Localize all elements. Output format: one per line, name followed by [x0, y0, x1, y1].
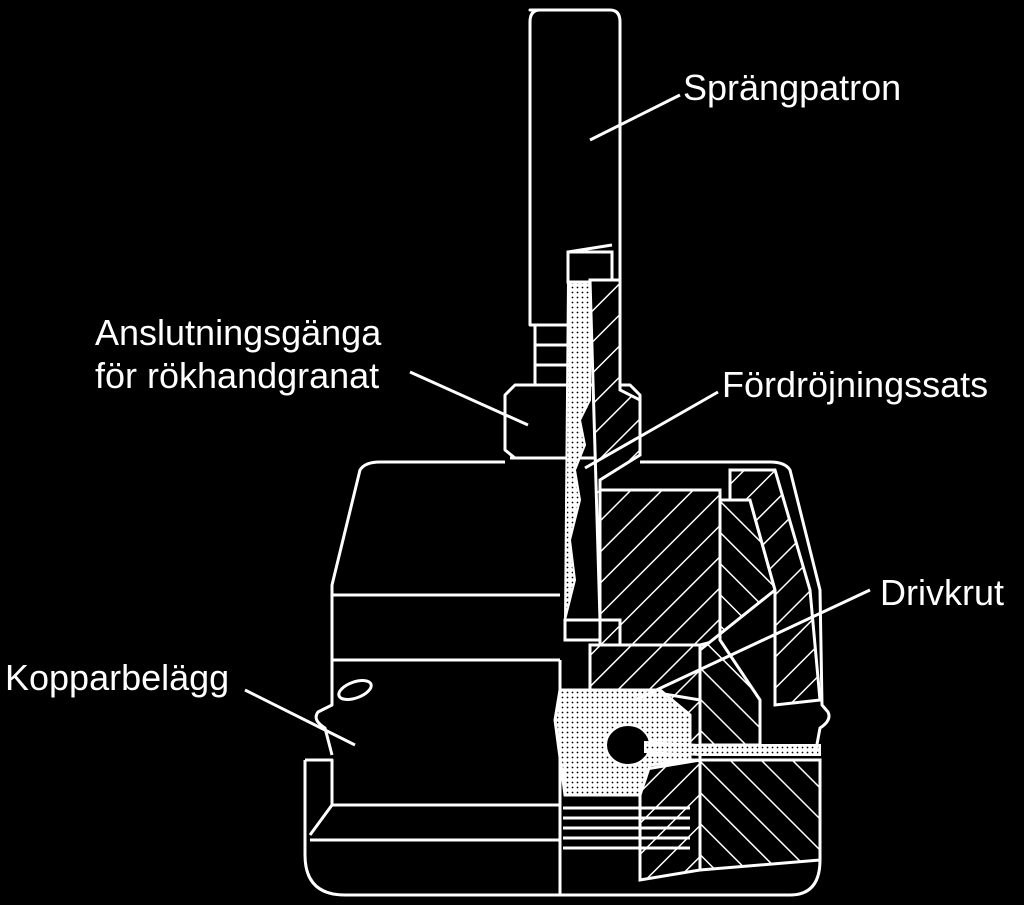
leader-sprangpatron: [589, 93, 681, 142]
label-sprangpatron: Sprängpatron: [683, 67, 901, 108]
label-anslutning-line1: Anslutningsgänga: [95, 312, 382, 353]
label-drivkrut: Drivkrut: [880, 572, 1004, 613]
leader-fordrojningssats: [584, 390, 719, 470]
label-fordrojningssats: Fördröjningssats: [722, 364, 988, 405]
propellant-chamber: [553, 688, 821, 797]
outer-housing: [303, 460, 831, 897]
delay-composition: [563, 281, 602, 642]
label-kopparbelagg: Kopparbelägg: [5, 657, 229, 698]
leader-drivkrut: [634, 588, 871, 702]
label-anslutning-line2: för rökhandgranat: [95, 355, 379, 396]
leader-kopparbelagg: [244, 688, 356, 747]
leader-anslutning: [409, 370, 529, 427]
hatched-body: [588, 278, 822, 882]
